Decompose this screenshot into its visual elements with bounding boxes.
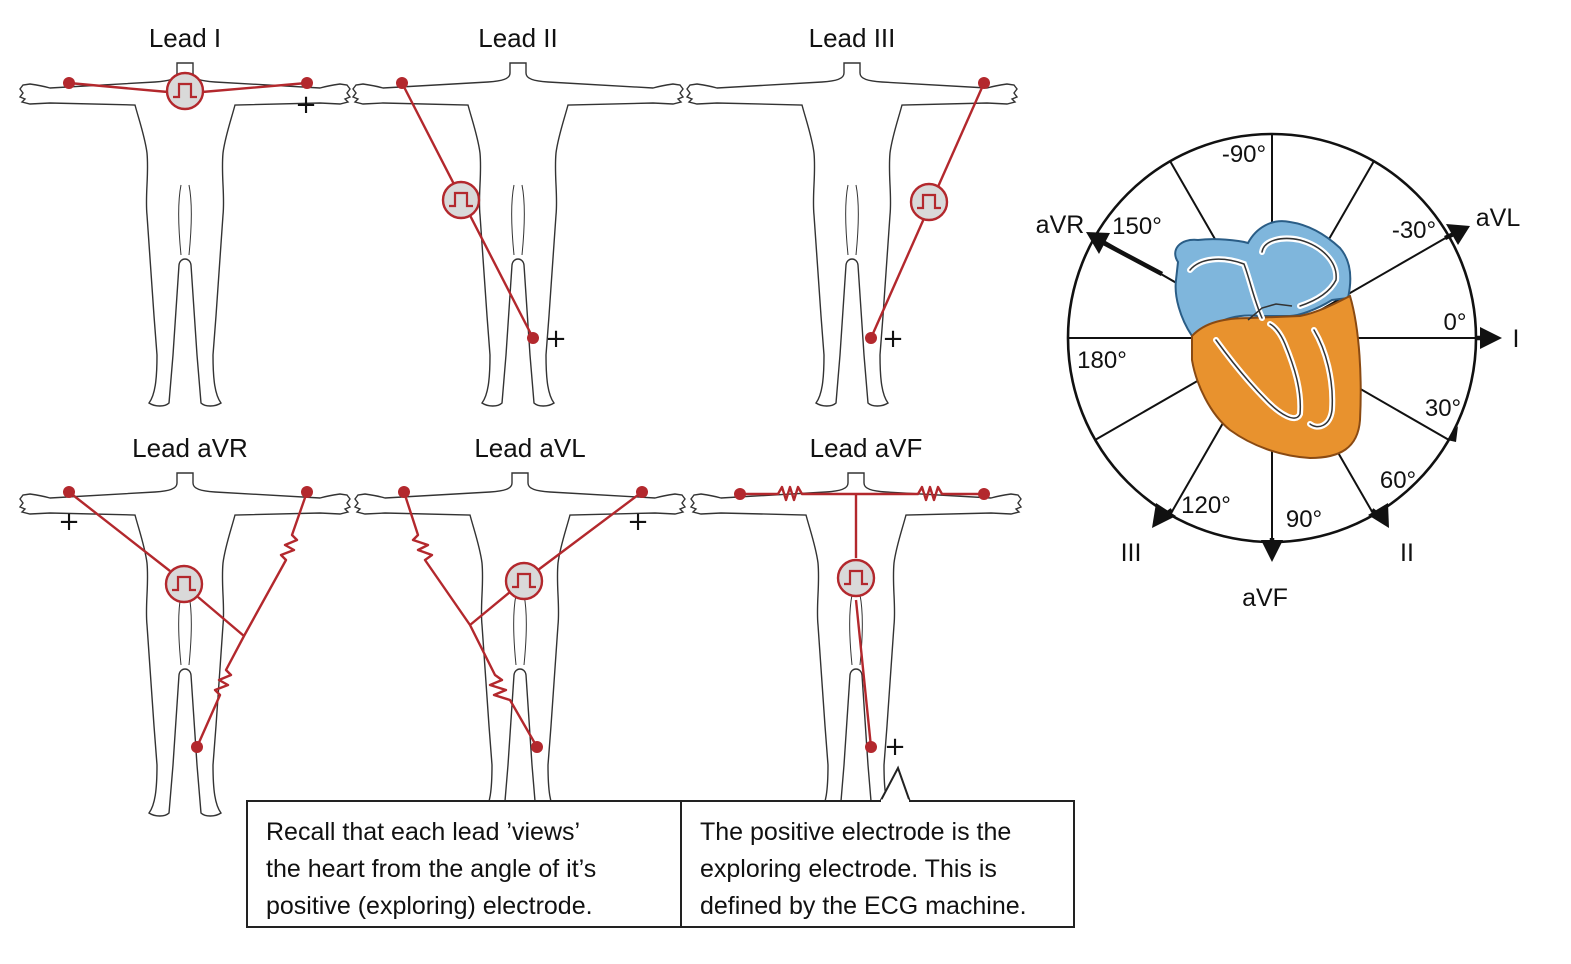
wiring: [63, 486, 313, 753]
pulse-generator-icon: [909, 182, 949, 222]
lead-label-avr: aVR: [1036, 211, 1085, 239]
electrode: [398, 486, 410, 498]
wiring: [865, 77, 990, 344]
degree-label: 0°: [1444, 309, 1467, 336]
pulse-generator-icon: [504, 561, 544, 601]
callout-pointer: [879, 765, 911, 803]
degree-label: 150°: [1112, 213, 1162, 240]
positive-sign: +: [882, 324, 904, 354]
lead-labels: aVR aVL I II III aVF: [1036, 204, 1521, 612]
lead-title: Lead I: [149, 23, 221, 53]
wiring: [396, 77, 539, 344]
positive-electrode: [865, 741, 877, 753]
degree-labels: -90° -30° 0° 30° 60° 90° 120° 150° 180°: [1077, 141, 1466, 533]
electrode: [978, 488, 990, 500]
lead-avr-panel: Lead aVR +: [19, 433, 351, 817]
wiring: [398, 486, 648, 753]
positive-sign: +: [884, 732, 906, 762]
hexaxial-reference-system: -90° -30° 0° 30° 60° 90° 120° 150° 180° …: [1036, 132, 1521, 612]
lead-iii-panel: Lead III +: [686, 23, 1018, 407]
electrode: [63, 77, 75, 89]
electrode: [301, 486, 313, 498]
wiring: [63, 71, 313, 111]
lead-avf-panel: Lead aVF +: [690, 433, 1022, 817]
lead-avl-panel: Lead aVL +: [354, 433, 686, 817]
heart-illustration: [1174, 220, 1362, 460]
pulse-generator-icon: [165, 71, 205, 111]
lead-title: Lead III: [809, 23, 896, 53]
degree-label: 90°: [1286, 506, 1322, 533]
lead-title: Lead aVR: [132, 433, 248, 463]
positive-electrode: [527, 332, 539, 344]
positive-sign: +: [545, 324, 567, 354]
positive-sign: +: [627, 507, 649, 537]
degree-label: -30°: [1392, 217, 1436, 244]
lead-title: Lead II: [478, 23, 558, 53]
degree-label: 120°: [1181, 492, 1231, 519]
degree-label: -90°: [1222, 141, 1266, 168]
positive-sign: +: [295, 90, 317, 120]
lead-label-ii: II: [1400, 539, 1414, 567]
lead-title: Lead aVF: [810, 433, 923, 463]
positive-electrode: [301, 77, 313, 89]
lead-label-avl: aVL: [1476, 204, 1521, 232]
lead-ii-panel: Lead II +: [352, 23, 684, 407]
pulse-generator-icon: [441, 180, 481, 220]
lead-vector-arrows: [1086, 224, 1502, 562]
positive-electrode: [636, 486, 648, 498]
lead-title: Lead aVL: [474, 433, 585, 463]
electrode: [531, 741, 543, 753]
electrode: [191, 741, 203, 753]
lead-label-iii: III: [1121, 539, 1142, 567]
electrode: [396, 77, 408, 89]
electrode: [978, 77, 990, 89]
callout-positive-electrode-note: The positive electrode is the exploring …: [680, 800, 1075, 928]
wiring: [734, 485, 990, 753]
degree-label: 60°: [1380, 467, 1416, 494]
lead-i-panel: Lead I +: [19, 23, 351, 407]
degree-label: 180°: [1077, 347, 1127, 374]
electrode: [734, 488, 746, 500]
positive-electrode: [865, 332, 877, 344]
callout-recall-note: Recall that each lead ’views’ the heart …: [246, 800, 682, 928]
pulse-generator-icon: [164, 564, 204, 604]
body-outline: [686, 62, 1018, 407]
lead-label-i: I: [1513, 325, 1520, 353]
degree-label: 30°: [1425, 395, 1461, 422]
lead-label-avf: aVF: [1242, 584, 1288, 612]
positive-sign: +: [58, 507, 80, 537]
pulse-generator-icon: [836, 558, 876, 598]
body-outline: [352, 62, 684, 407]
positive-electrode: [63, 486, 75, 498]
